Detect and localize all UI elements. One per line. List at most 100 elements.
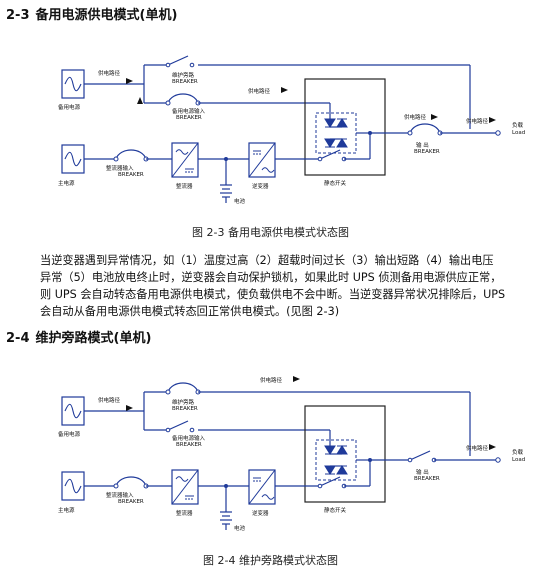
breaker-label: BREAKER [176,115,202,121]
rectifier-input-label: 整流器输入 [106,164,134,172]
paragraph-line: 会自动从备用电源供电模式转态回正常供电模式。(见图 2-3) [40,305,340,318]
ac-symbol-icon [261,167,275,173]
load-terminal-icon [495,130,501,136]
thyristor-box [315,439,357,481]
sine-wave-icon [64,478,82,494]
figure-caption-2-3: 图 2-3 备用电源供电模式状态图 [192,226,349,239]
flow-arrow-icon [281,87,288,93]
supply-path-label: 供电路径 [466,117,489,125]
static-switch-label: 静态开关 [324,179,347,187]
static-switch-frame [304,405,386,503]
thyristor-icon [324,465,336,475]
supply-path-label: 供电路径 [248,87,271,95]
supply-path-label: 供电路径 [98,69,121,77]
output-label: 输 出 [416,468,429,476]
sine-wave-icon [64,403,82,419]
load-label: 负载 [512,121,524,129]
output-breaker-icon [409,123,441,134]
ac-symbol-icon [175,149,189,155]
breaker-label: BREAKER [414,476,440,482]
thyristor-icon [336,465,348,475]
load-label: 负载 [512,448,524,456]
section-number: 2-3 [6,8,30,23]
switch-terminal [165,427,171,433]
load-label-en: Load [512,130,525,136]
thyristor-box [315,112,357,154]
breaker-terminal [165,100,171,106]
flow-arrow-icon [137,97,143,104]
battery-label: 电池 [234,197,246,205]
main-source-label: 主电源 [58,506,75,514]
backup-input-breaker-icon [167,93,199,104]
inverter-output-switch-icon [319,149,341,160]
paragraph-line: 异常（5）电池放电终止时，逆变器会自动保护锁机，如果此时 UPS 侦测备用电源供… [40,271,502,284]
flow-arrow-icon [489,117,496,123]
inverter-label: 逆变器 [252,509,269,517]
breaker-terminal [407,130,413,136]
supply-path-label: 供电路径 [466,444,489,452]
switch-terminal [189,62,195,68]
description-paragraph: 当逆变器遇到异常情况，如（1）温度过高（2）超载时间过长（3）输出短路（4）输出… [40,252,530,320]
figure-caption-2-4: 图 2-4 维护旁路模式状态图 [203,554,338,567]
inverter-label: 逆变器 [252,182,269,190]
sine-wave-icon [64,151,82,167]
thyristor-icon [324,138,336,148]
backup-input-switch-icon [167,420,189,431]
rectifier-label: 整流器 [176,509,193,517]
switch-terminal [317,156,323,162]
load-label-en: Load [512,457,525,463]
flow-arrow-icon [126,78,133,84]
rectifier-input-label: 整流器输入 [106,491,134,499]
diagram-backup-power-mode: 备用电源供电路径维护旁路BREAKER备用电源输入BREAKER供电路径静态开关… [58,55,525,205]
load-terminal-icon [495,457,501,463]
battery-label: 电池 [234,524,246,532]
rectifier-input-breaker-icon [115,149,147,160]
breaker-label: BREAKER [414,149,440,155]
breaker-label: BREAKER [118,499,144,505]
flow-arrow-icon [293,376,300,382]
breaker-terminal [113,483,119,489]
switch-terminal [317,483,323,489]
box-diagonal [248,142,276,178]
switch-terminal [165,62,171,68]
box-diagonal [248,469,276,505]
junction-dot [368,131,372,135]
output-label: 输 出 [416,141,429,149]
supply-path-label: 供电路径 [404,113,427,121]
thyristor-icon [336,445,348,455]
rectifier-input-breaker-icon [115,476,147,487]
maint-bypass-label: 维护旁路 [172,71,195,79]
output-switch-icon [409,450,431,461]
paragraph-line: 当逆变器遇到异常情况，如（1）温度过高（2）超载时间过长（3）输出短路（4）输出… [40,254,494,267]
thyristor-icon [324,445,336,455]
thyristor-icon [324,118,336,128]
thyristor-icon [336,138,348,148]
flow-arrow-icon [489,444,496,450]
rectifier-label: 整流器 [176,182,193,190]
breaker-terminal [165,389,171,395]
supply-path-label: 供电路径 [98,396,121,404]
flow-arrow-icon [431,114,438,120]
breaker-label: BREAKER [176,442,202,448]
switch-terminal [189,427,195,433]
junction-dot [368,458,372,462]
section-number: 2-4 [6,331,30,346]
ac-symbol-icon [261,494,275,500]
switch-terminal [407,457,413,463]
backup-input-label: 备用电源输入 [172,434,206,442]
paragraph-line: 则 UPS 会自动转态备用电源供电模式，使负载供电不会中断。当逆变器异常状况排除… [40,288,506,301]
maint-bypass-label: 维护旁路 [172,398,195,406]
breaker-terminal [113,156,119,162]
thyristor-icon [336,118,348,128]
static-switch-label: 静态开关 [324,506,347,514]
box-diagonal [171,142,199,178]
breaker-label: BREAKER [172,79,198,85]
sine-wave-icon [64,76,82,92]
flow-arrow-icon [126,405,133,411]
main-source-label: 主电源 [58,179,75,187]
supply-path-label: 供电路径 [260,376,283,384]
maint-bypass-breaker-icon [167,382,199,393]
backup-source-label: 备用电源 [58,103,81,111]
